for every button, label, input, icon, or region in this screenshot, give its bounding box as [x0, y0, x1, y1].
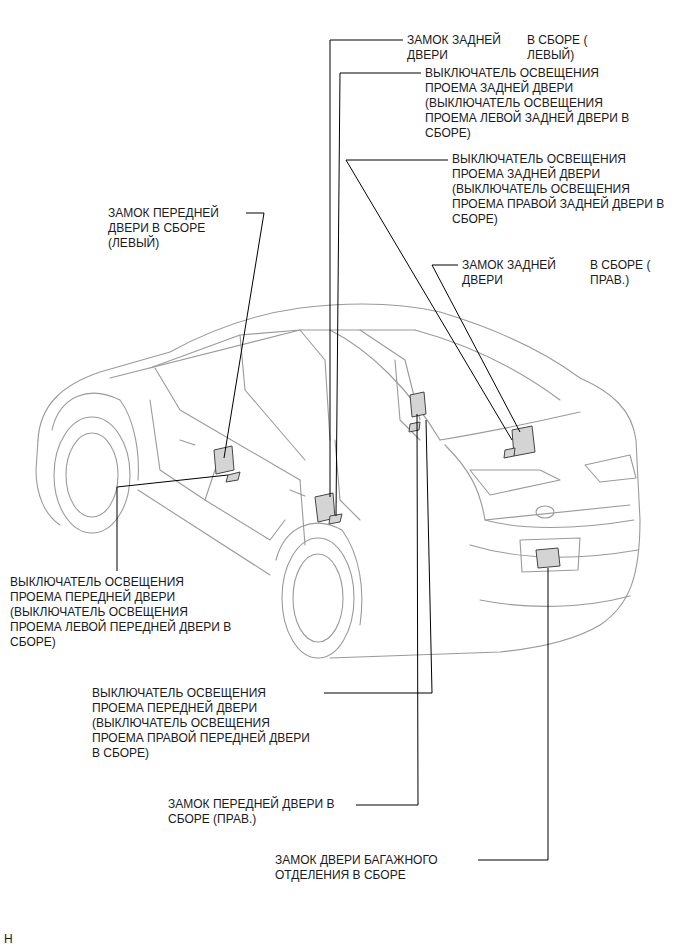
- part-label: ЗАМОК ПЕРЕДНЕЙ ДВЕРИ В СБОРЕ (ЛЕВЫЙ): [108, 206, 240, 251]
- part-label: ЗАМОК ДВЕРИ БАГАЖНОГО ОТДЕЛЕНИЯ В СБОРЕ: [275, 853, 475, 883]
- part-label: В СБОРЕ ( ЛЕВЫЙ): [527, 33, 605, 63]
- part-label: ЗАМОК ЗАДНЕЙ ДВЕРИ: [407, 33, 519, 63]
- part-label: ВЫКЛЮЧАТЕЛЬ ОСВЕЩЕНИЯ ПРОЕМА ПЕРЕДНЕЙ ДВ…: [92, 686, 320, 761]
- part-label: ЗАМОК ЗАДНЕЙ ДВЕРИ: [462, 258, 577, 288]
- part-label: ЗАМОК ПЕРЕДНЕЙ ДВЕРИ В СБОРЕ (ПРАВ.): [168, 797, 353, 827]
- part-label: ВЫКЛЮЧАТЕЛЬ ОСВЕЩЕНИЯ ПРОЕМА ЗАДНЕЙ ДВЕР…: [452, 152, 667, 227]
- part-label: ВЫКЛЮЧАТЕЛЬ ОСВЕЩЕНИЯ ПРОЕМА ЗАДНЕЙ ДВЕР…: [425, 66, 643, 141]
- part-label: ВЫКЛЮЧАТЕЛЬ ОСВЕЩЕНИЯ ПРОЕМА ПЕРЕДНЕЙ ДВ…: [10, 575, 232, 650]
- part-label: В СБОРЕ ( ПРАВ.): [590, 258, 668, 288]
- figure-code: H: [4, 932, 24, 947]
